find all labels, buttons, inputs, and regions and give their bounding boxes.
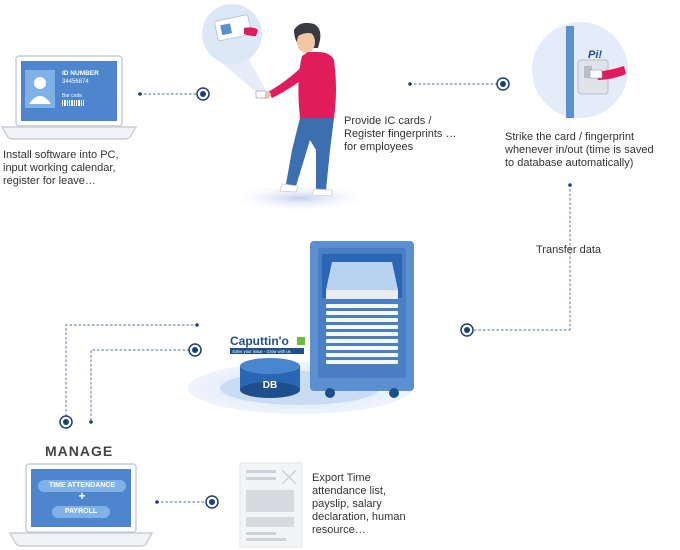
- caption-provide: Provide IC cards / Register fingerprints…: [344, 115, 457, 153]
- person-shoe-left: [279, 183, 299, 193]
- person-arm: [268, 62, 314, 98]
- caption-transfer: Transfer data: [536, 244, 602, 256]
- manage-laptop: [8, 463, 154, 547]
- connector-manage-outer: [65, 324, 198, 421]
- id-card-title: ID NUMBER: [62, 70, 99, 77]
- caption-strike: Strike the card / fingerprint whenever i…: [505, 131, 654, 169]
- kiosk-drawers: [326, 304, 398, 364]
- time-attendance-button[interactable]: TIME ATTENDANCE: [38, 480, 126, 492]
- zoom-beam: [216, 58, 266, 92]
- avatar-icon: [34, 77, 46, 89]
- id-card-barcode-label: Bar code: [62, 93, 82, 99]
- card-reader-device: Pi!: [532, 22, 628, 118]
- held-card-icon: [255, 90, 267, 99]
- kiosk-keyboard: [326, 290, 398, 299]
- plus-icon: +: [78, 489, 86, 503]
- db-label: DB: [263, 380, 277, 391]
- payroll-button[interactable]: PAYROLL: [52, 506, 110, 518]
- caption-export: Export Time attendance list, payslip, sa…: [312, 472, 406, 536]
- person-torso: [298, 52, 336, 118]
- brand-tagline: Solve your issue - Grow with us: [232, 349, 291, 354]
- device-hand-icon: [596, 66, 626, 80]
- kiosk-wheel-right: [389, 388, 399, 398]
- person-shadow: [225, 184, 375, 212]
- person-illustration: [202, 4, 375, 212]
- database-kiosk: DB Caputtin'o Solve your issue - Grow wi…: [188, 241, 414, 414]
- device-pillar: [566, 26, 574, 118]
- export-document-icon: [239, 462, 303, 548]
- id-card-number: 34456874: [62, 79, 89, 85]
- manage-title: MANAGE: [45, 443, 114, 459]
- laptop-base: [0, 126, 138, 140]
- person-legs: [286, 118, 334, 190]
- person-shoe-right: [311, 188, 333, 197]
- device-beep-text: Pi!: [588, 49, 602, 61]
- db-cylinder-top: [240, 358, 300, 374]
- avatar-body-icon: [29, 96, 51, 104]
- brand-logo: Caputtin'o: [230, 334, 289, 348]
- connector-lines: [65, 83, 571, 503]
- barcode-icon: [62, 100, 84, 106]
- kiosk-screen: [326, 262, 398, 290]
- caption-install: Install software into PC, input working …: [3, 149, 119, 187]
- person-face: [297, 31, 315, 53]
- manage-laptop-base: [8, 532, 154, 547]
- connector-markers: [59, 77, 572, 509]
- zoomed-hand-icon: [244, 27, 258, 36]
- laptop-id-card: ID NUMBER 34456874 Bar code: [0, 55, 138, 140]
- connector-manage-inner: [90, 349, 196, 421]
- brand-logo-mark: [297, 337, 305, 345]
- kiosk-wheel-left: [325, 388, 335, 398]
